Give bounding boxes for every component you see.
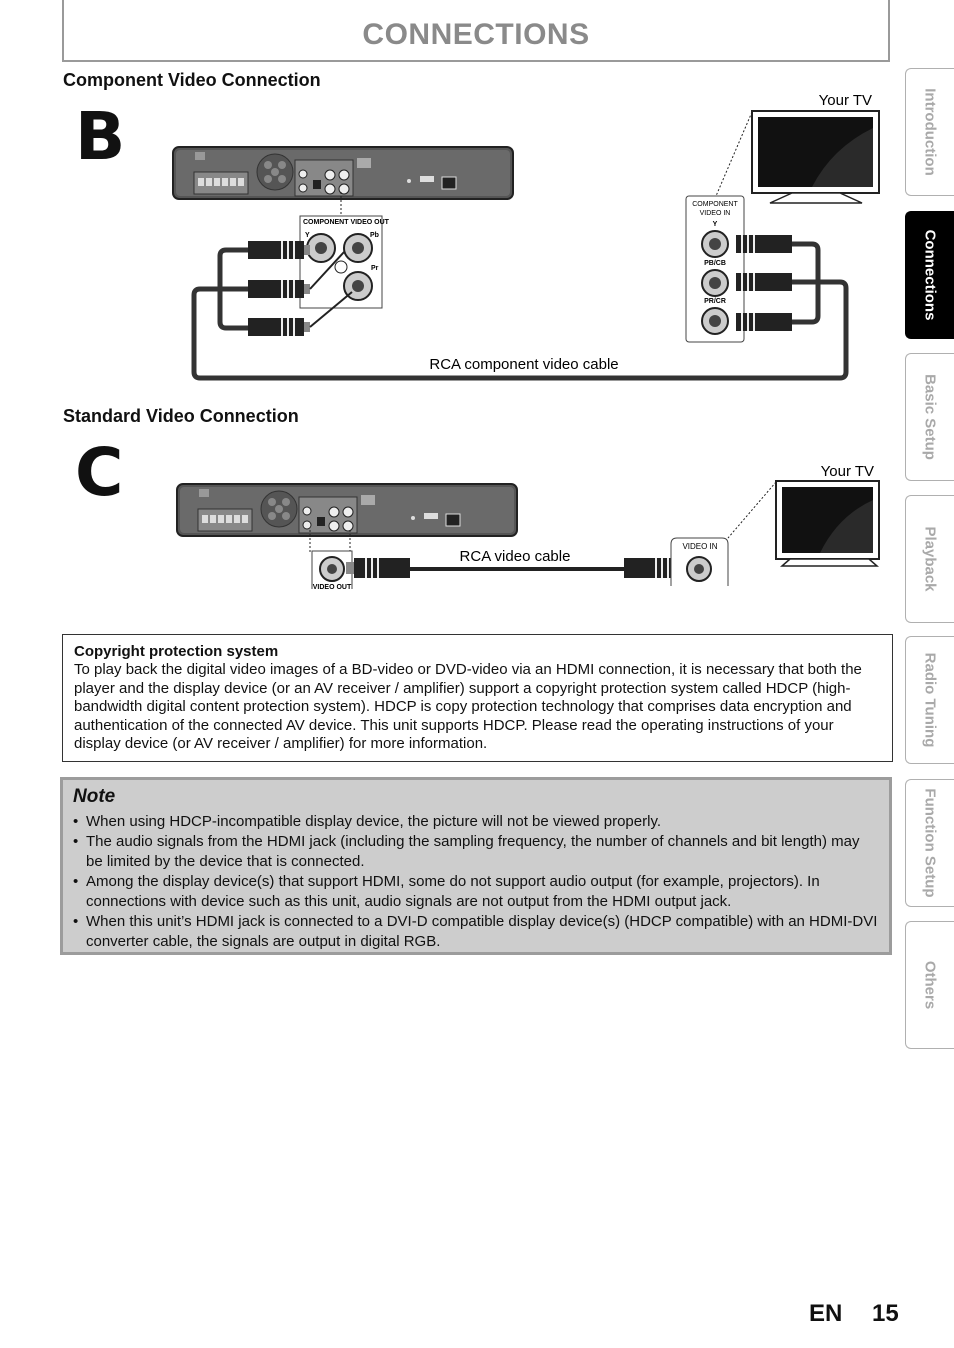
player-side-plugs [248, 241, 353, 336]
note-item: Among the display device(s) that support… [73, 872, 879, 912]
tab-label: Basic Setup [921, 374, 939, 460]
note-item: The audio signals from the HDMI jack (in… [73, 832, 879, 872]
note-title: Note [73, 786, 116, 807]
tab-playback[interactable]: Playback [905, 495, 954, 623]
component-connection-diagram: COMPONENT VIDEO OUT Y Pb Pr RCA componen… [172, 92, 880, 381]
tab-label: Function Setup [921, 788, 939, 898]
component-out-label: COMPONENT VIDEO OUT [303, 219, 390, 226]
header-frame: CONNECTIONS [62, 0, 890, 62]
video-out-panel: VIDEO OUT [311, 550, 353, 591]
standard-connection-diagram: VIDEO OUT RCA video cable VIDEO IN Your … [176, 463, 880, 591]
out-pb-label: Pb [370, 232, 379, 239]
tv-video-in-panel: VIDEO IN [670, 537, 729, 586]
video-in-label: VIDEO IN [682, 542, 717, 551]
player-rear-panel [172, 146, 514, 200]
copyright-info-box: Copyright protection system To play back… [62, 634, 893, 762]
tab-connections[interactable]: Connections [905, 211, 954, 339]
component-cable-label: RCA component video cable [429, 356, 618, 373]
tv-component-in-panel: COMPONENT VIDEO IN Y PB/CB PR/CR [685, 195, 745, 343]
in-pb-label: PB/CB [704, 260, 726, 267]
component-video-heading: Component Video Connection [63, 70, 321, 90]
page-title: CONNECTIONS [362, 18, 590, 51]
tab-label: Radio Tuning [921, 652, 939, 748]
tab-radio-tuning[interactable]: Radio Tuning [905, 636, 954, 764]
tab-introduction[interactable]: Introduction [905, 68, 954, 196]
tab-label: Playback [921, 526, 939, 592]
component-cables [191, 241, 849, 381]
video-out-label: VIDEO OUT [313, 584, 352, 591]
copyright-title: Copyright protection system [74, 643, 279, 660]
note-box: Note When using HDCP-incompatible displa… [60, 777, 892, 955]
player-rear-panel-c [176, 483, 518, 537]
tab-label: Connections [921, 229, 939, 321]
tab-label: Introduction [921, 88, 939, 176]
tv-side-plugs [736, 235, 792, 331]
note-item: When using HDCP-incompatible display dev… [73, 812, 879, 832]
section-letter-b: B [75, 98, 126, 175]
tv-in-label-2: VIDEO IN [700, 210, 731, 217]
in-pr-label: PR/CR [704, 298, 726, 305]
tv-in-label-1: COMPONENT [692, 201, 738, 208]
tab-function-setup[interactable]: Function Setup [905, 779, 954, 907]
section-letter-c: C [75, 434, 124, 511]
note-list: When using HDCP-incompatible display dev… [73, 812, 879, 952]
your-tv-label-c: Your TV [821, 463, 874, 480]
component-out-panel: COMPONENT VIDEO OUT Y Pb Pr [299, 215, 390, 309]
tab-label: Others [921, 960, 939, 1010]
video-cable [346, 558, 688, 578]
copyright-text: To play back the digital video images of… [74, 661, 862, 753]
out-y-label: Y [305, 232, 310, 239]
standard-video-heading: Standard Video Connection [63, 406, 299, 426]
tv-b [751, 110, 880, 204]
video-cable-label: RCA video cable [460, 548, 571, 565]
tab-basic-setup[interactable]: Basic Setup [905, 353, 954, 481]
note-item: When this unit’s HDMI jack is connected … [73, 912, 879, 952]
your-tv-label-b: Your TV [819, 92, 872, 109]
language-code: EN [809, 1300, 843, 1327]
page-number: 15 [872, 1300, 899, 1327]
tab-others[interactable]: Others [905, 921, 954, 1049]
in-y-label: Y [713, 221, 718, 228]
tv-c [775, 480, 880, 567]
out-pr-label: Pr [371, 265, 379, 272]
